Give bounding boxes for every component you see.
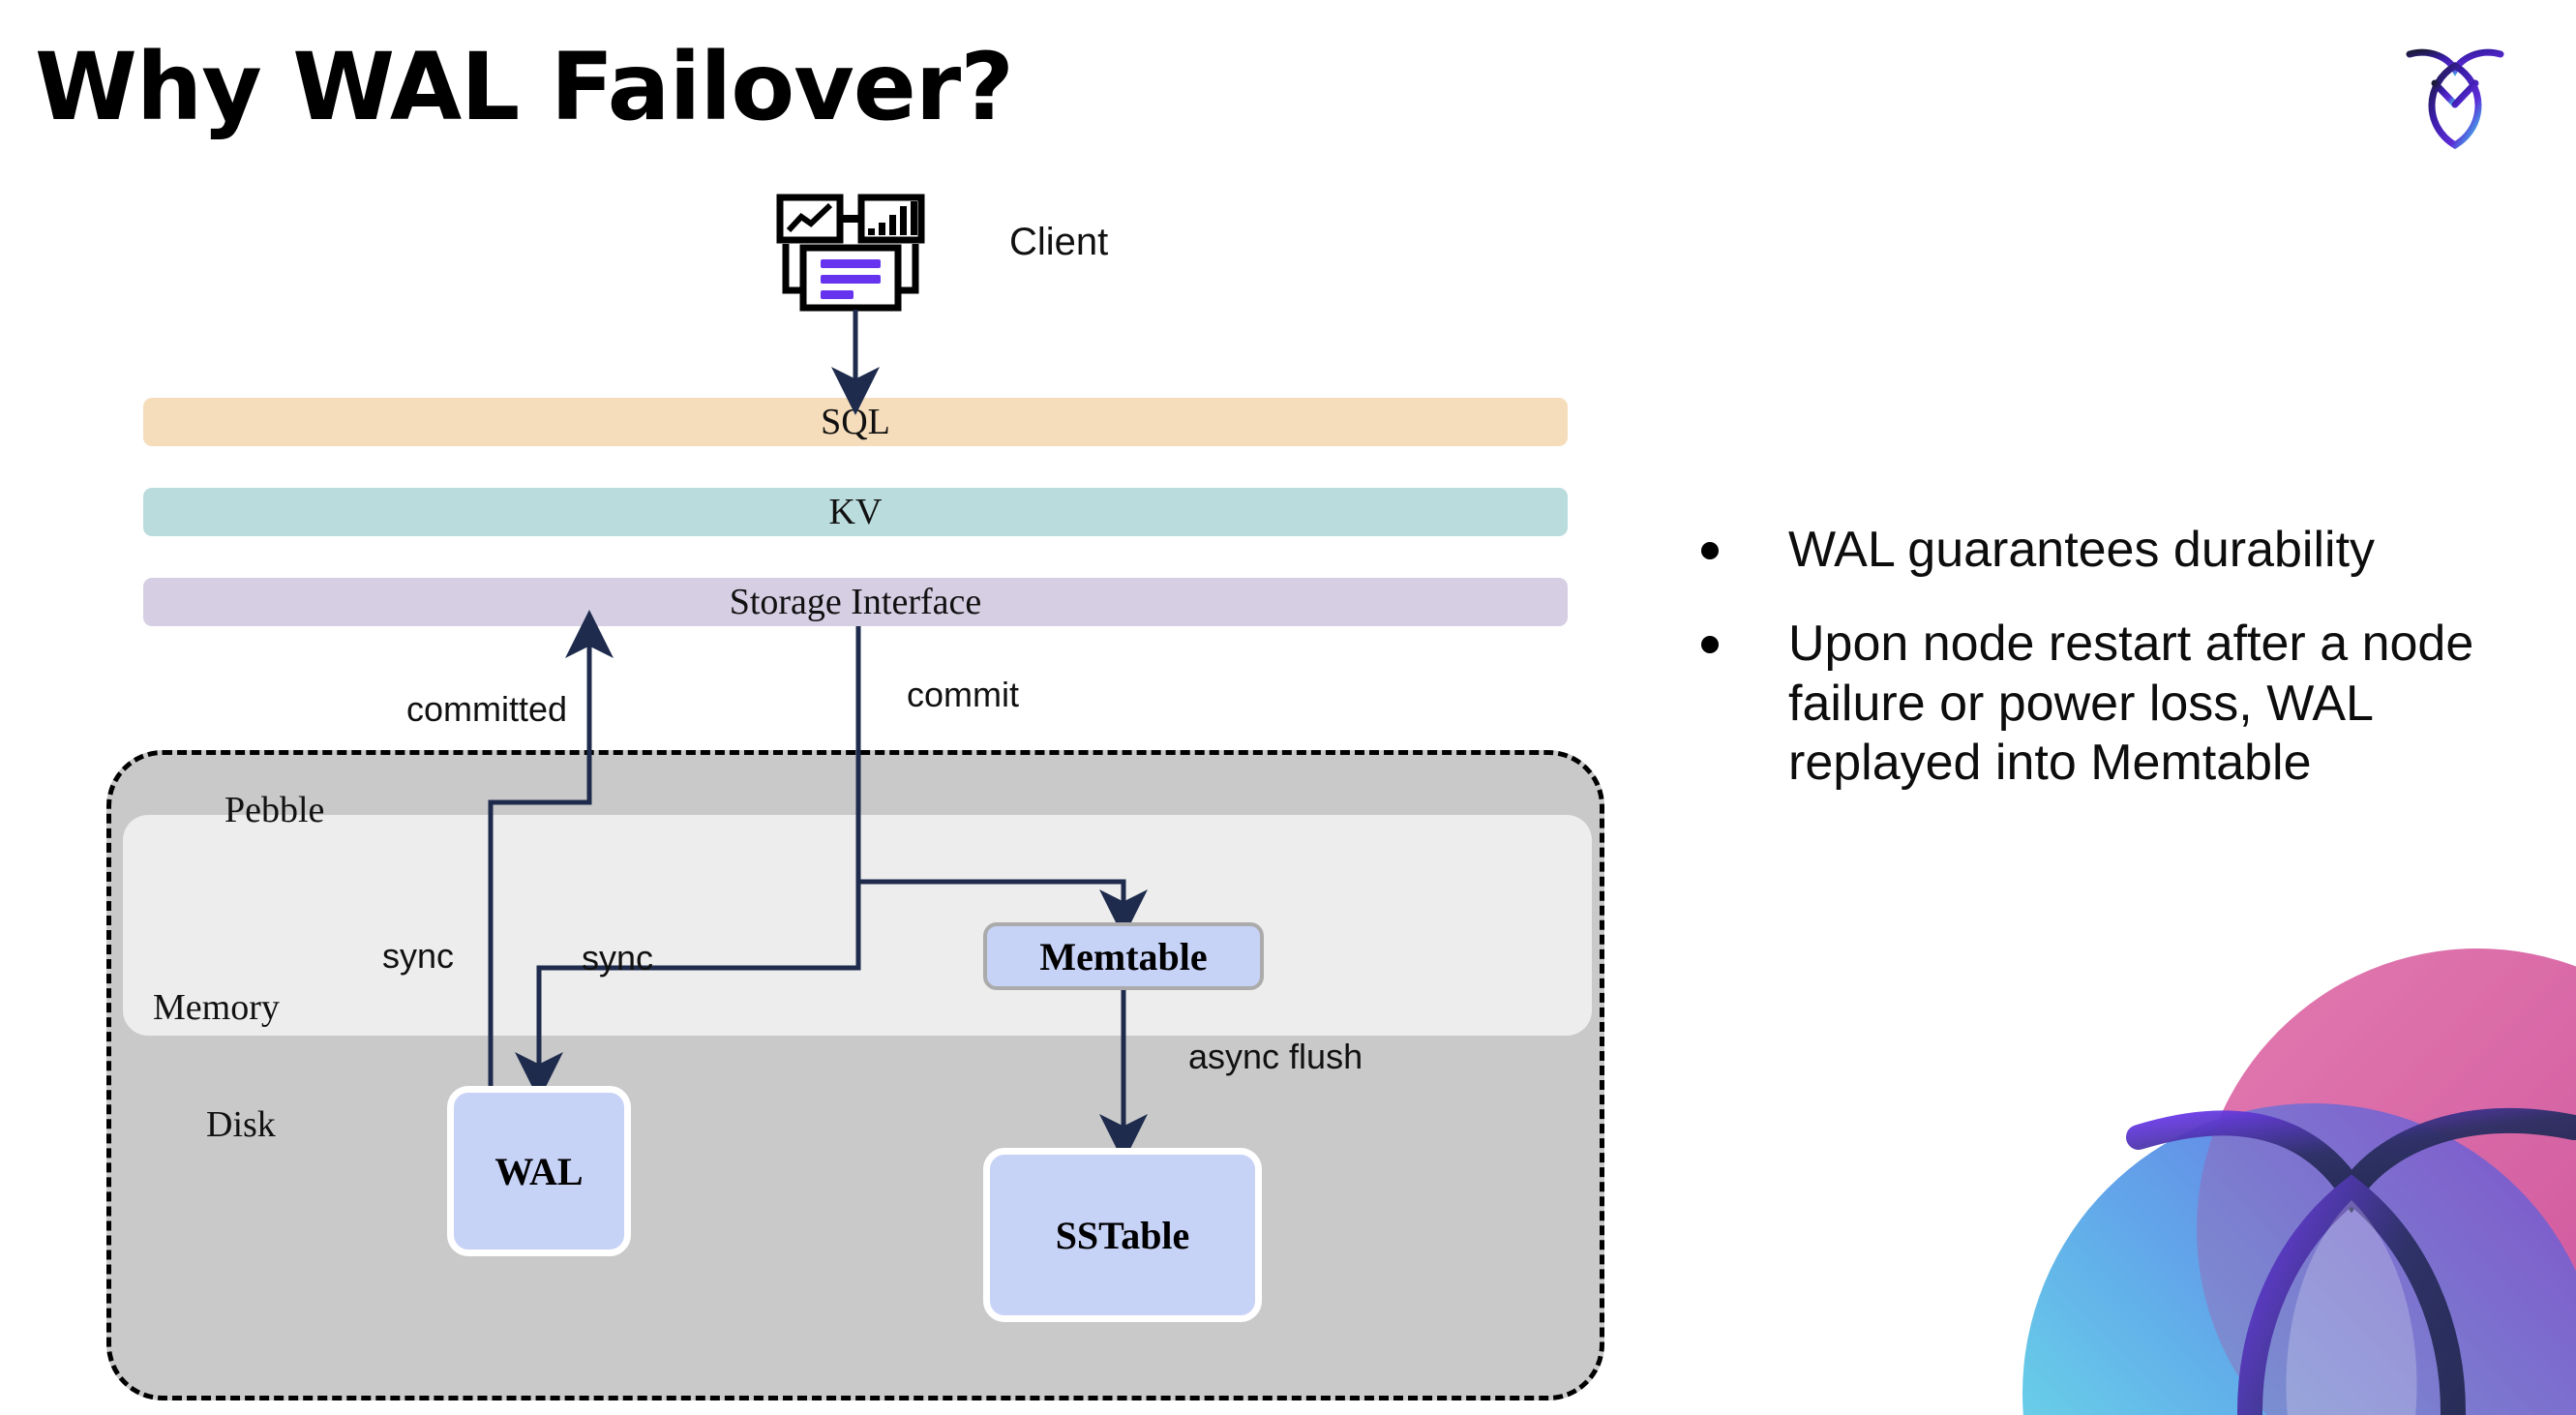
edge-label-committed: committed — [406, 689, 568, 729]
memory-region — [123, 815, 1592, 1036]
node-wal: WAL — [447, 1086, 631, 1256]
node-memtable: Memtable — [983, 922, 1264, 990]
layer-bar-storage-label: Storage Interface — [729, 582, 982, 622]
bullet-list: WAL guarantees durability Upon node rest… — [1701, 521, 2514, 828]
layer-bar-kv-label: KV — [828, 492, 883, 532]
layer-bar-storage-interface: Storage Interface — [143, 578, 1568, 626]
edge-label-commit: commit — [907, 675, 1019, 714]
node-memtable-label: Memtable — [1039, 934, 1208, 978]
disk-label: Disk — [206, 1104, 276, 1145]
client-monitor-icon — [774, 194, 927, 312]
page-title: Why WAL Failover? — [35, 33, 1014, 141]
layer-bar-sql-label: SQL — [821, 402, 890, 442]
node-sstable-label: SSTable — [1055, 1213, 1190, 1257]
edge-label-sync-1: sync — [382, 936, 455, 976]
list-item: WAL guarantees durability — [1701, 521, 2514, 580]
layer-bar-kv: KV — [143, 488, 1568, 536]
node-sstable: SSTable — [983, 1148, 1262, 1322]
bullet-text: Upon node restart after a node failure o… — [1788, 616, 2474, 792]
memory-label: Memory — [153, 987, 280, 1028]
node-wal-label: WAL — [494, 1149, 584, 1193]
layer-bar-sql: SQL — [143, 398, 1568, 446]
edge-label-async-flush: async flush — [1188, 1037, 1363, 1076]
edge-label-sync-2: sync — [582, 938, 654, 978]
cockroach-labs-logo-icon — [2402, 33, 2508, 150]
pebble-container — [106, 750, 1604, 1400]
bullet-dot-icon — [1701, 542, 1719, 559]
bullet-dot-icon — [1701, 636, 1719, 654]
list-item: Upon node restart after a node failure o… — [1701, 615, 2514, 793]
pebble-label: Pebble — [225, 790, 325, 830]
gradient-circles-artwork — [1974, 910, 2576, 1415]
bullet-text: WAL guarantees durability — [1788, 522, 2376, 578]
client-label: Client — [1009, 221, 1109, 263]
